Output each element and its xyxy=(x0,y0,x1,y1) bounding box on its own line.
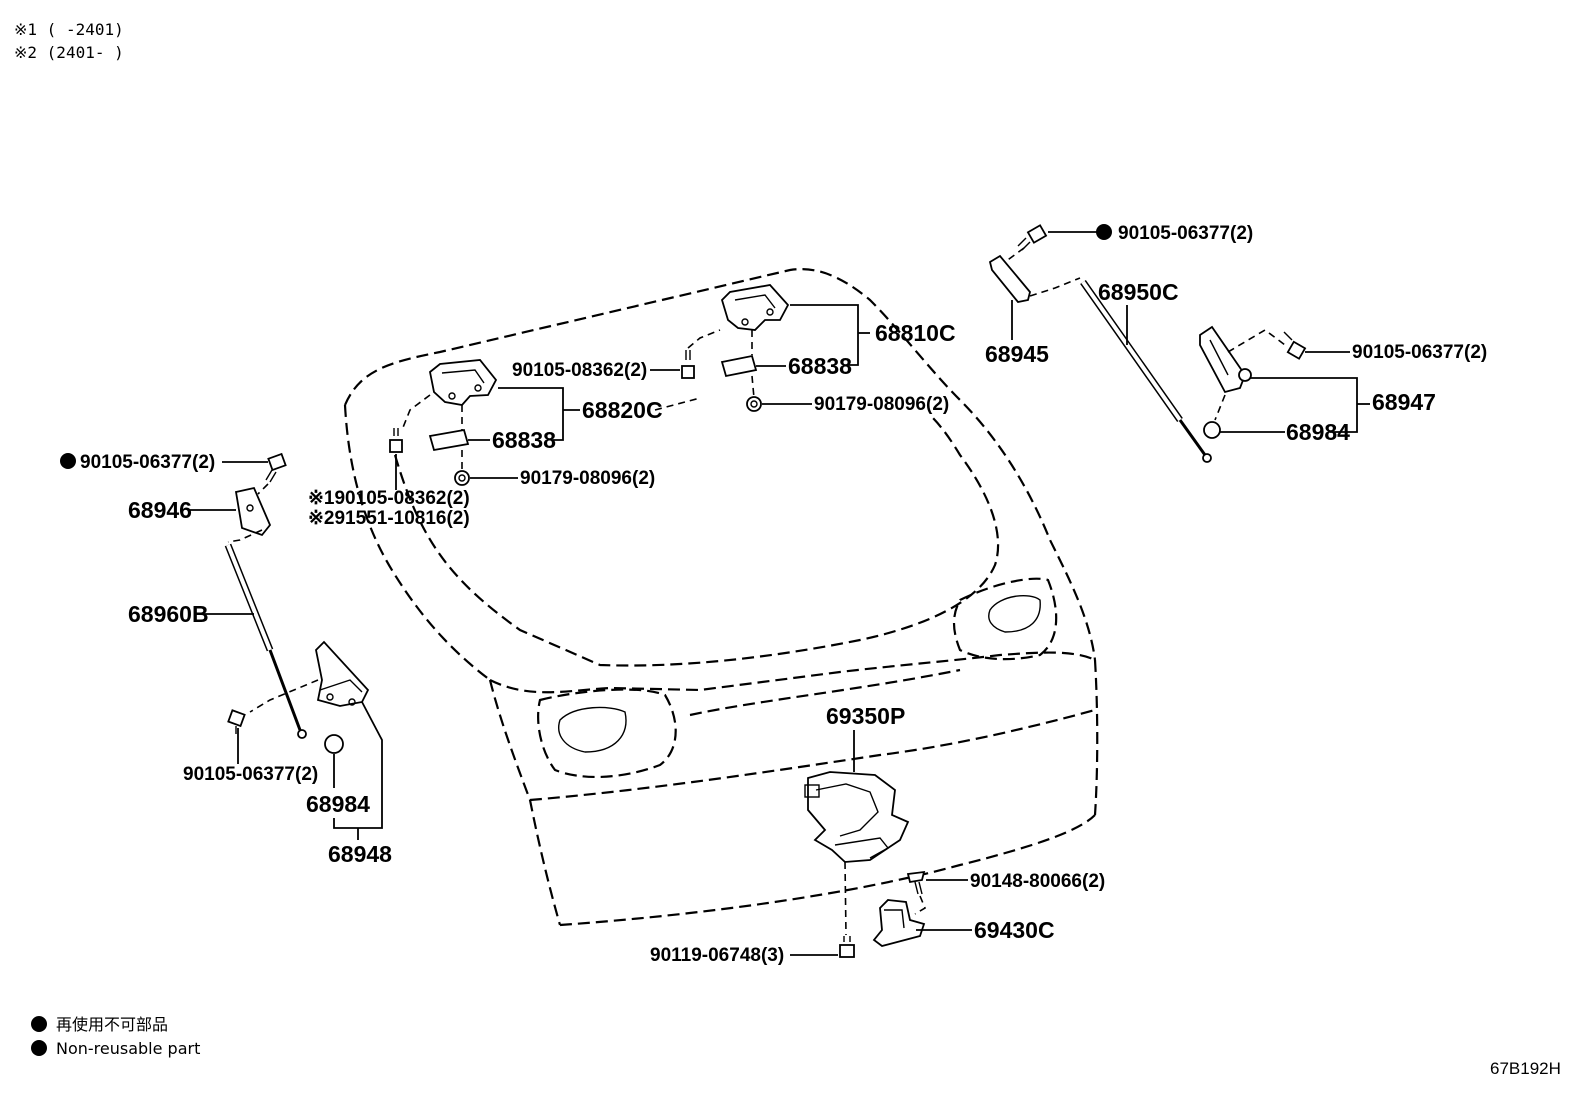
bolt-icon xyxy=(1017,224,1048,251)
bolt-icon xyxy=(227,709,246,734)
header-note-1: ※1 ( -2401) xyxy=(14,20,124,39)
label-68838-top: 68838 xyxy=(788,353,852,379)
striker-69430C xyxy=(872,899,926,947)
bolt-icon xyxy=(839,936,855,958)
label-68950C: 68950C xyxy=(1098,279,1179,305)
hinge-68810C-assembly: 68810C 68838 90179-08096(2) 90105-08362(… xyxy=(512,284,956,415)
stopper-68984-left xyxy=(324,734,344,754)
label-90105-06377-right: 90105-06377(2) xyxy=(1352,342,1487,363)
non-reusable-marker-icon xyxy=(31,1016,47,1032)
nut-icon xyxy=(746,396,762,412)
right-upper-strut-assembly: 90105-06377(2) 68945 68950C xyxy=(985,223,1253,463)
right-lower-bracket-assembly: 90105-06377(2) 68947 68984 xyxy=(1199,325,1487,445)
label-68947: 68947 xyxy=(1372,389,1436,415)
label-69430C: 69430C xyxy=(974,917,1055,943)
label-90148-80066: 90148-80066(2) xyxy=(970,871,1105,892)
label-68946: 68946 xyxy=(128,497,192,523)
bolt-icon xyxy=(1283,331,1307,360)
non-reusable-marker-icon xyxy=(60,453,76,469)
hinge-bracket-68945 xyxy=(988,254,1031,303)
label-68948: 68948 xyxy=(328,841,392,867)
label-68838-left: 68838 xyxy=(492,427,556,453)
bracket-68946 xyxy=(234,486,272,537)
hinge-68820C xyxy=(429,359,498,406)
label-68960B: 68960B xyxy=(128,601,209,627)
bolt-icon xyxy=(265,452,287,483)
label-68810C: 68810C xyxy=(875,320,956,346)
label-90105-06377-left: 90105-06377(2) xyxy=(80,452,215,473)
label-90105-08362: 90105-08362(2) xyxy=(512,360,647,381)
plate-68838-left xyxy=(428,428,470,452)
label-90179-08096-top: 90179-08096(2) xyxy=(814,394,949,415)
hinge-68820C-assembly: 68820C 68838 90179-08096(2) xyxy=(389,359,663,490)
label-68984-left: 68984 xyxy=(306,791,370,817)
legend-jp: 再使用不可部品 xyxy=(56,1015,168,1034)
back-door-outline xyxy=(343,268,1099,927)
back-door-lock-assembly: 69350P 90119-06748(3) xyxy=(650,703,910,966)
label-68984-right: 68984 xyxy=(1286,419,1350,445)
bolt-icon xyxy=(681,350,695,379)
left-strut-assembly: 90105-06377(2) 68946 68960B xyxy=(60,452,307,739)
legend-en: Non-reusable part xyxy=(56,1039,200,1058)
label-90105-06377-bottom-left: 90105-06377(2) xyxy=(183,764,318,785)
legend: 再使用不可部品 Non-reusable part xyxy=(31,1015,200,1058)
lock-69350P xyxy=(807,771,910,863)
label-90105-06377-top-right: 90105-06377(2) xyxy=(1118,223,1253,244)
hinge-68810C xyxy=(720,284,790,331)
bolt-icon xyxy=(389,428,403,453)
label-90119-06748: 90119-06748(3) xyxy=(650,945,784,966)
plate-68838-top xyxy=(720,354,758,378)
left-lower-hinge-assembly: 90105-06377(2) 68984 68948 xyxy=(183,640,392,867)
stopper-68984-right xyxy=(1203,421,1221,439)
label-68820C: 68820C xyxy=(582,397,663,423)
hinge-68948 xyxy=(315,640,370,707)
label-91551-10816-variant: ※291551-10816(2) xyxy=(308,508,470,529)
striker-assembly: 90148-80066(2) 69430C xyxy=(872,870,1105,947)
header-note-2: ※2 (2401- ) xyxy=(14,43,124,62)
screw-icon xyxy=(906,870,926,895)
diagram-code: 67B192H xyxy=(1490,1059,1561,1078)
label-68945: 68945 xyxy=(985,341,1049,367)
bracket-68947 xyxy=(1199,325,1247,394)
nut-icon xyxy=(454,470,470,486)
non-reusable-marker-icon xyxy=(31,1040,47,1056)
non-reusable-marker-icon xyxy=(1096,224,1112,240)
label-69350P: 69350P xyxy=(826,703,905,729)
label-90105-08362-variant: ※190105-08362(2) xyxy=(308,488,470,509)
label-90179-08096-left: 90179-08096(2) xyxy=(520,468,655,489)
